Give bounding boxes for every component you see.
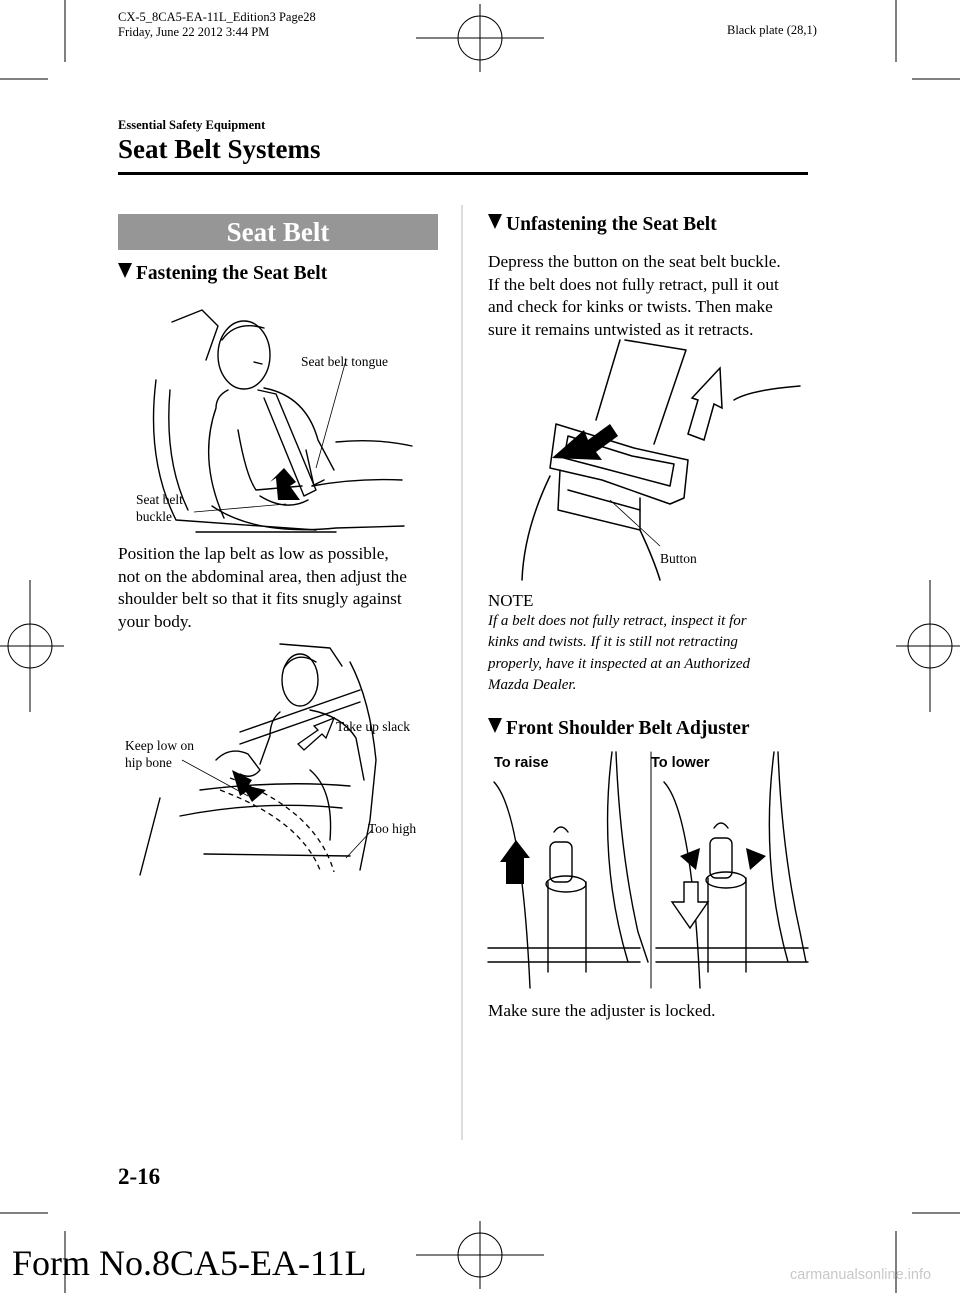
adjuster-illustration bbox=[487, 751, 809, 989]
paragraph-line: Depress the button on the seat belt buck… bbox=[488, 252, 781, 271]
note-text: If a belt does not fully retract, inspec… bbox=[488, 611, 818, 696]
lap-belt-illustration bbox=[139, 643, 377, 876]
fastening-illustration bbox=[152, 309, 413, 533]
form-number: Form No.8CA5-EA-11L bbox=[12, 1243, 367, 1283]
too-high-label: Too high bbox=[368, 821, 417, 836]
paragraph-line: not on the abdominal area, then adjust t… bbox=[118, 566, 407, 586]
seat-belt-tongue-label: Seat belt tongue bbox=[301, 354, 388, 369]
watermark: carmanualsonline.info bbox=[790, 1267, 932, 1283]
paragraph-line: and check for kinks or twists. Then make bbox=[488, 297, 773, 317]
triangle-bullet-icon bbox=[488, 214, 502, 229]
note-line: properly, have it inspected at an Author… bbox=[488, 655, 751, 672]
paragraph-line: your body. bbox=[118, 611, 192, 631]
closing-text: Make sure the adjuster is locked. bbox=[488, 1001, 716, 1020]
buckle-release-illustration bbox=[521, 339, 801, 581]
triangle-bullet-icon bbox=[488, 718, 502, 733]
title-rule bbox=[118, 172, 808, 175]
paragraph-line: shoulder belt so that it fits snugly aga… bbox=[118, 589, 402, 609]
to-lower-label: To lower bbox=[651, 755, 710, 771]
fastening-paragraph: Position the lap belt as low as possible… bbox=[118, 543, 448, 633]
seat-belt-banner: Seat Belt bbox=[118, 214, 438, 250]
paragraph-line: Position the lap belt as low as possible… bbox=[118, 544, 389, 563]
document-id: CX-5_8CA5-EA-11L_Edition3 Page28 bbox=[118, 10, 316, 24]
triangle-bullet-icon bbox=[118, 263, 132, 278]
print-date: Friday, June 22 2012 3:44 PM bbox=[118, 25, 270, 39]
keep-low-line2: hip bone bbox=[125, 754, 172, 770]
unfastening-paragraph: Depress the button on the seat belt buck… bbox=[488, 251, 818, 341]
note-title: NOTE bbox=[488, 591, 534, 610]
unfastening-heading: Unfastening the Seat Belt bbox=[488, 214, 717, 236]
plate-label: Black plate (28,1) bbox=[727, 23, 817, 37]
fastening-heading: Fastening the Seat Belt bbox=[118, 263, 327, 285]
adjuster-heading: Front Shoulder Belt Adjuster bbox=[488, 718, 750, 740]
page-number: 2-16 bbox=[118, 1164, 161, 1189]
note-line: Mazda Dealer. bbox=[488, 676, 577, 693]
page-title: Seat Belt Systems bbox=[118, 134, 321, 164]
paragraph-line: sure it remains untwisted as it retracts… bbox=[488, 319, 754, 339]
paragraph-line: If the belt does not fully retract, pull… bbox=[488, 274, 779, 294]
seat-belt-buckle-label: Seat belt buckle bbox=[136, 492, 183, 525]
keep-low-line1: Keep low on bbox=[125, 738, 194, 753]
buckle-label-line1: Seat belt bbox=[136, 492, 183, 507]
keep-low-label: Keep low on hip bone bbox=[125, 738, 194, 771]
to-raise-label: To raise bbox=[494, 755, 549, 771]
buckle-label-line2: buckle bbox=[136, 508, 172, 524]
take-up-slack-label: Take up slack bbox=[336, 719, 411, 734]
note-line: If a belt does not fully retract, inspec… bbox=[488, 613, 747, 629]
note-line: kinks and twists. If it is still not ret… bbox=[488, 634, 738, 651]
button-label: Button bbox=[660, 551, 697, 566]
section-name: Essential Safety Equipment bbox=[118, 118, 266, 132]
